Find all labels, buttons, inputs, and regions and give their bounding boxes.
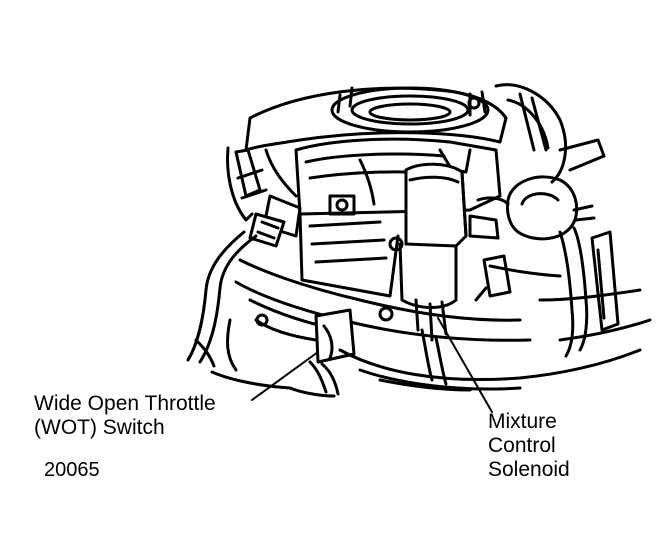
- fuel-inlet-area: [226, 146, 302, 248]
- throttle-body-base: [210, 236, 532, 390]
- wot-switch: [288, 308, 356, 398]
- fuel-line: [186, 230, 258, 368]
- wot-switch-label: Wide Open Throttle (WOT) Switch: [34, 392, 216, 440]
- wot-switch-label-line2: (WOT) Switch: [34, 416, 165, 439]
- figure-number: 20065: [44, 459, 100, 481]
- mcs-leader-line: [437, 317, 493, 413]
- throttle-bracket: [474, 226, 620, 358]
- vacuum-break: [468, 175, 596, 241]
- carburetor-top: [244, 86, 508, 152]
- wot-leader-line: [251, 351, 319, 401]
- mixture-solenoid-label: Mixture Control Solenoid: [488, 410, 570, 482]
- right-housing: [494, 83, 606, 184]
- intake-manifold: [338, 288, 652, 392]
- mixture-solenoid-label-line2: Control: [488, 434, 556, 457]
- mixture-solenoid-label-line3: Solenoid: [488, 458, 570, 481]
- mixture-solenoid-label-line1: Mixture: [488, 410, 557, 433]
- wot-switch-label-line1: Wide Open Throttle: [34, 392, 216, 415]
- mixture-control-solenoid: [398, 162, 468, 386]
- carburetor-body: [294, 137, 502, 298]
